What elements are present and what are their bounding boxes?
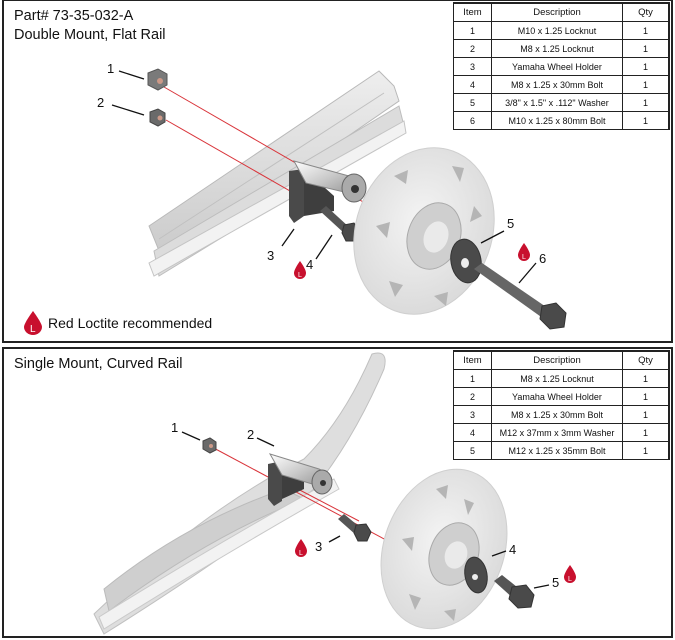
svg-text:L: L xyxy=(522,254,526,261)
bom-qty: 1 xyxy=(622,39,670,58)
column-header-description: Description xyxy=(491,350,623,370)
single-mount-panel: Single Mount, Curved Rail xyxy=(2,347,673,638)
curved-rail xyxy=(93,352,386,635)
legend-text: Red Loctite recommended xyxy=(48,315,213,331)
bom-description: Yamaha Wheel Holder xyxy=(491,57,623,76)
bom-qty: 1 xyxy=(622,387,670,406)
bom-qty: 1 xyxy=(622,93,670,112)
yamaha-wheel-holder xyxy=(268,453,333,506)
svg-text:L: L xyxy=(30,324,36,335)
bom-description: M8 x 1.25 x 30mm Bolt xyxy=(491,405,623,424)
bom-qty: 1 xyxy=(622,423,670,442)
loctite-drop-icon: L xyxy=(518,243,530,261)
panel-title-double-mount: Double Mount, Flat Rail xyxy=(14,27,166,43)
double-mount-exploded-view: 1 2 3 4 5 6 L L xyxy=(97,61,567,330)
callout-1: 1 xyxy=(107,61,114,76)
flat-rail xyxy=(148,70,407,277)
single-mount-exploded-view: 1 2 3 4 5 L L xyxy=(93,352,576,635)
double-mount-panel: Part# 73-35-032-A Double Mount, Flat Rai… xyxy=(2,0,673,343)
locknut-m8 xyxy=(202,437,217,454)
panel-title-single-mount: Single Mount, Curved Rail xyxy=(14,356,183,372)
bom-item: 4 xyxy=(453,423,492,442)
bom-qty: 1 xyxy=(622,21,670,40)
yamaha-wheel-holder xyxy=(289,160,367,223)
washer xyxy=(450,238,482,284)
bom-description: M8 x 1.25 Locknut xyxy=(491,39,623,58)
bom-description: M10 x 1.25 Locknut xyxy=(491,21,623,40)
bom-qty: 1 xyxy=(622,405,670,424)
callout-4: 4 xyxy=(509,542,516,557)
loctite-drop-icon: L xyxy=(564,565,576,583)
callout-6: 6 xyxy=(539,251,546,266)
bom-description: M8 x 1.25 Locknut xyxy=(491,369,623,388)
bom-qty: 1 xyxy=(622,441,670,460)
bom-item: 3 xyxy=(453,405,492,424)
bom-item: 2 xyxy=(453,39,492,58)
callout-5: 5 xyxy=(552,575,559,590)
bom-item: 2 xyxy=(453,387,492,406)
callout-2: 2 xyxy=(247,427,254,442)
bom-item: 1 xyxy=(453,21,492,40)
part-number: Part# 73-35-032-A xyxy=(14,8,134,24)
bom-qty: 1 xyxy=(622,369,670,388)
bom-item: 3 xyxy=(453,57,492,76)
column-header-qty: Qty xyxy=(622,350,670,370)
loctite-legend: L Red Loctite recommended xyxy=(24,311,212,335)
bom-description: M8 x 1.25 x 30mm Bolt xyxy=(491,75,623,94)
column-header-qty: Qty xyxy=(622,2,670,22)
bolt-m10-80mm xyxy=(474,263,567,330)
callout-5: 5 xyxy=(507,216,514,231)
svg-text:L: L xyxy=(298,272,302,279)
callout-4: 4 xyxy=(306,257,313,272)
bom-qty: 1 xyxy=(622,57,670,76)
loctite-drop-icon: L xyxy=(294,261,306,279)
locknut-m10 xyxy=(147,68,168,91)
bom-qty: 1 xyxy=(622,111,670,130)
callout-2: 2 xyxy=(97,95,104,110)
bom-description: M10 x 1.25 x 80mm Bolt xyxy=(491,111,623,130)
bom-item: 1 xyxy=(453,369,492,388)
locknut-m8 xyxy=(149,108,166,127)
wheel xyxy=(380,468,508,630)
leader-lines xyxy=(111,70,537,284)
column-header-item: Item xyxy=(453,350,492,370)
callout-3: 3 xyxy=(267,248,274,263)
red-loctite-drop-icon: L xyxy=(24,311,42,335)
bom-qty: 1 xyxy=(622,75,670,94)
bolt-m8-30mm xyxy=(338,514,372,542)
svg-text:L: L xyxy=(299,550,303,557)
bom-description: 3/8" x 1.5" x .112" Washer xyxy=(491,93,623,112)
leader-lines xyxy=(181,431,550,589)
bom-item: 5 xyxy=(453,441,492,460)
bom-description: M12 x 37mm x 3mm Washer xyxy=(491,423,623,442)
column-header-item: Item xyxy=(453,2,492,22)
callout-1: 1 xyxy=(171,420,178,435)
bom-item: 4 xyxy=(453,75,492,94)
bom-item: 6 xyxy=(453,111,492,130)
callout-3: 3 xyxy=(315,539,322,554)
bom-item: 5 xyxy=(453,93,492,112)
bom-description: Yamaha Wheel Holder xyxy=(491,387,623,406)
bom-header-row: Item Description Qty xyxy=(453,350,670,370)
svg-text:L: L xyxy=(568,576,572,583)
washer xyxy=(464,556,488,594)
bolt-m12-35mm xyxy=(494,575,535,609)
bom-description: M12 x 1.25 x 35mm Bolt xyxy=(491,441,623,460)
bom-header-row: Item Description Qty xyxy=(453,2,670,22)
loctite-drop-icon: L xyxy=(295,539,307,557)
column-header-description: Description xyxy=(491,2,623,22)
